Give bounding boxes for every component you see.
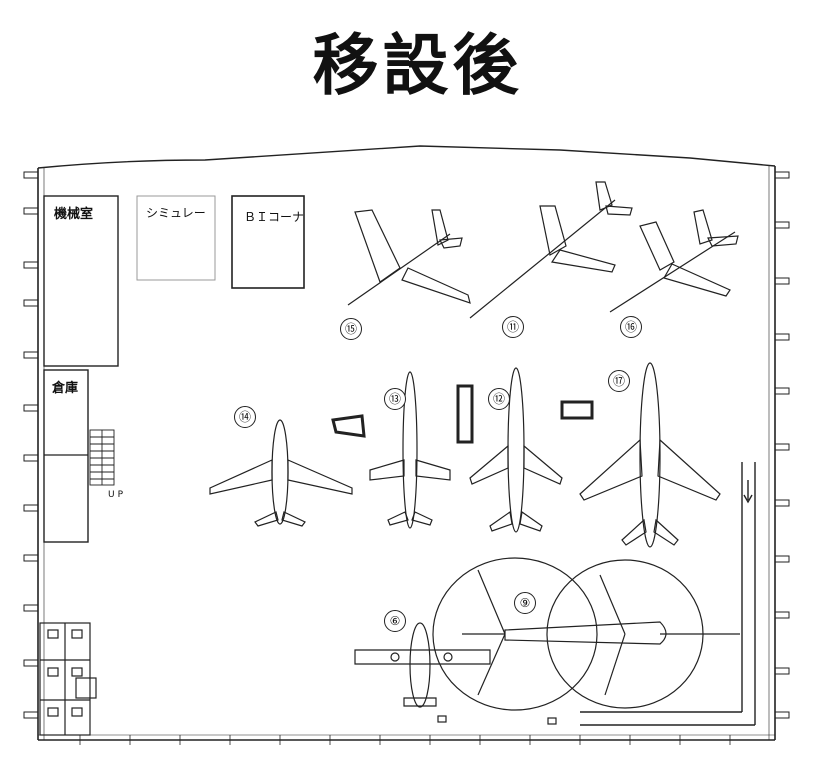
aircraft-11-silhouette — [469, 181, 633, 319]
aircraft-13-silhouette — [369, 371, 451, 529]
right-wall-columns — [774, 171, 790, 719]
page-title: 移設後 — [312, 27, 523, 104]
floor-marker-2 — [547, 717, 557, 725]
floor-marker-1 — [437, 715, 447, 723]
storage-room — [43, 369, 89, 543]
left-wall-columns — [23, 171, 39, 719]
aircraft-number-15: ⑮ — [340, 318, 362, 340]
machine-room-label: 機械室 — [54, 207, 94, 222]
aircraft-14-silhouette — [209, 419, 353, 527]
aircraft-number-9: ⑨ — [514, 592, 536, 614]
display-stand-2 — [560, 400, 594, 420]
simulator-room — [136, 195, 216, 281]
hangar-roof-line — [37, 145, 776, 169]
tow-lane — [580, 462, 756, 726]
storage-room-label: 倉庫 — [52, 381, 79, 396]
aircraft-12-silhouette — [469, 367, 563, 533]
aircraft-16-silhouette — [609, 209, 739, 313]
aircraft-17-silhouette — [579, 362, 721, 548]
aircraft-number-14: ⑭ — [234, 406, 256, 428]
simulator-room-label: シミュレー — [146, 206, 206, 220]
aircraft-number-6: ⑥ — [384, 610, 406, 632]
aircraft-6-silhouette — [354, 622, 491, 708]
aircraft-number-13: ⑬ — [384, 388, 406, 410]
aircraft-number-17: ⑰ — [608, 370, 630, 392]
aircraft-15-silhouette — [347, 209, 471, 306]
bi-corner-room — [231, 195, 305, 289]
aircraft-number-12: ⑫ — [488, 388, 510, 410]
aircraft-number-11: ⑪ — [502, 316, 524, 338]
aircraft-number-16: ⑯ — [620, 316, 642, 338]
bottom-wall-ticks — [79, 735, 731, 745]
bi-corner-label: ＢＩコーナ — [244, 210, 305, 224]
machine-room — [43, 195, 119, 367]
aircraft-9-silhouette — [432, 557, 740, 711]
display-stand-1 — [456, 384, 474, 444]
lavatory-block — [39, 622, 97, 736]
staircase — [89, 429, 115, 486]
display-stand-3 — [331, 414, 366, 438]
stair-up-label: UP — [108, 490, 127, 500]
